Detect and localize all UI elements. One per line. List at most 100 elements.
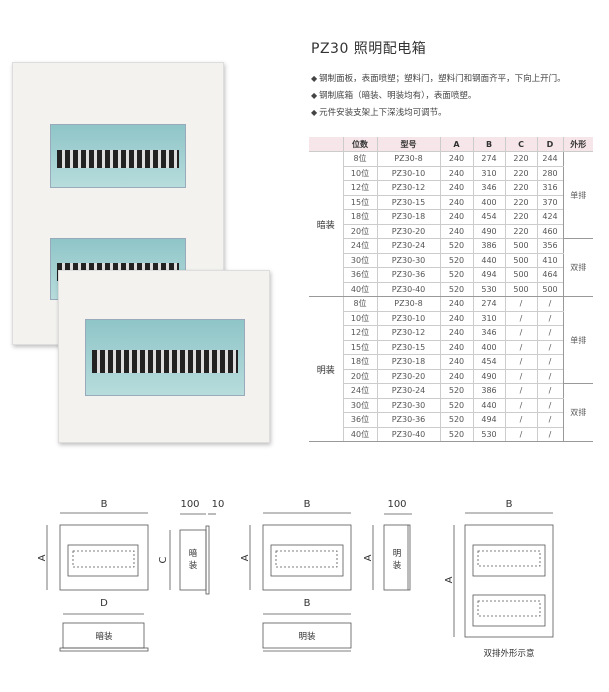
table-cell: 500 [536,282,563,297]
table-cell: 240 [439,354,473,370]
dim-a-label: A [240,554,251,561]
table-cell: 520 [439,427,473,442]
install-type: 暗装 [309,151,343,297]
table-cell: 400 [472,340,505,355]
table-cell: 12位 [342,180,377,196]
table-cell: 520 [439,238,473,254]
table-cell: 240 [439,325,473,341]
dimension-diagrams: B A C 100 10 D B A 100 A B B A 暗 装 明 装 暗… [37,499,554,659]
table-cell: 240 [439,224,473,239]
table-cell: / [504,383,537,399]
table-cell: 20位 [342,224,377,239]
table-cell: 30位 [342,253,377,268]
table-cell: 274 [472,296,505,312]
table-cell: 240 [439,195,473,210]
table-cell: 490 [472,224,505,239]
table-cell: 240 [439,340,473,355]
concealed-side-label: 暗 [189,548,198,559]
double-row-caption: 双排外形示意 [483,648,534,659]
table-cell: 18位 [342,354,377,370]
table-cell: PZ30-15 [376,340,440,355]
shape-type: 双排 [562,383,593,442]
surface-side-label: 明 [393,549,402,559]
table-cell: PZ30-18 [376,354,440,370]
table-cell: 460 [536,224,563,239]
table-cell: 8位 [342,151,377,167]
table-cell: 500 [504,267,537,283]
dim-a-label: A [363,554,374,561]
table-cell: 220 [504,209,537,225]
table-cell: / [536,398,563,413]
column-header [309,137,343,152]
table-cell: / [536,340,563,355]
table-cell: PZ30-15 [376,195,440,210]
table-cell: 240 [439,180,473,196]
table-cell: 454 [472,354,505,370]
table-cell: / [536,296,563,312]
dim-10-label: 10 [212,499,225,510]
table-cell: / [504,340,537,355]
table-cell: 520 [439,383,473,399]
surface-bottom-view [262,622,352,649]
dim-100-label: 100 [387,499,406,510]
dim-b-label: B [304,598,311,609]
dim-c-label: C [158,556,169,563]
surface-front-view [262,524,352,591]
install-type: 明装 [309,296,343,442]
table-cell: 454 [472,209,505,225]
feature-3: ◆元件安装支架上下深浅均可调节。 [311,108,447,118]
table-cell: 220 [504,195,537,210]
table-cell: 30位 [342,398,377,413]
table-cell: 240 [439,369,473,384]
dim-d-label: D [100,598,108,609]
table-cell: 346 [472,180,505,196]
table-cell: 440 [472,398,505,413]
table-cell: 240 [439,296,473,312]
column-header: A [439,137,473,152]
table-cell: 500 [504,282,537,297]
table-cell: 220 [504,224,537,239]
table-cell: 12位 [342,325,377,341]
table-cell: 464 [536,267,563,283]
table-cell: PZ30-18 [376,209,440,225]
table-cell: 410 [536,253,563,268]
table-cell: / [536,311,563,326]
table-cell: PZ30-20 [376,369,440,384]
table-cell: / [504,412,537,428]
table-cell: 440 [472,253,505,268]
table-cell: PZ30-30 [376,253,440,268]
table-cell: 10位 [342,311,377,326]
feature-2: ◆钢制底箱（暗装、明装均有），表面喷塑。 [311,91,477,101]
surface-side-label: 装 [393,560,402,571]
table-cell: 240 [439,166,473,181]
table-cell: PZ30-20 [376,224,440,239]
table-cell: 240 [439,209,473,225]
single-row-cabinet [58,270,270,443]
table-cell: 520 [439,253,473,268]
table-cell: 310 [472,311,505,326]
table-cell: / [504,354,537,370]
dim-a-label: A [37,554,48,561]
table-cell: 220 [504,166,537,181]
column-header: 位数 [342,137,377,152]
table-cell: 316 [536,180,563,196]
table-cell: 500 [504,238,537,254]
table-cell: 36位 [342,412,377,428]
table-cell: 494 [472,412,505,428]
table-cell: 346 [472,325,505,341]
table-cell: PZ30-8 [376,296,440,312]
table-cell: PZ30-12 [376,325,440,341]
table-cell: / [504,296,537,312]
feature-1: ◆钢制面板，表面喷塑；塑料门，塑料门和钢面齐平，下向上开门。 [311,74,566,84]
table-cell: PZ30-24 [376,383,440,399]
table-cell: PZ30-36 [376,412,440,428]
